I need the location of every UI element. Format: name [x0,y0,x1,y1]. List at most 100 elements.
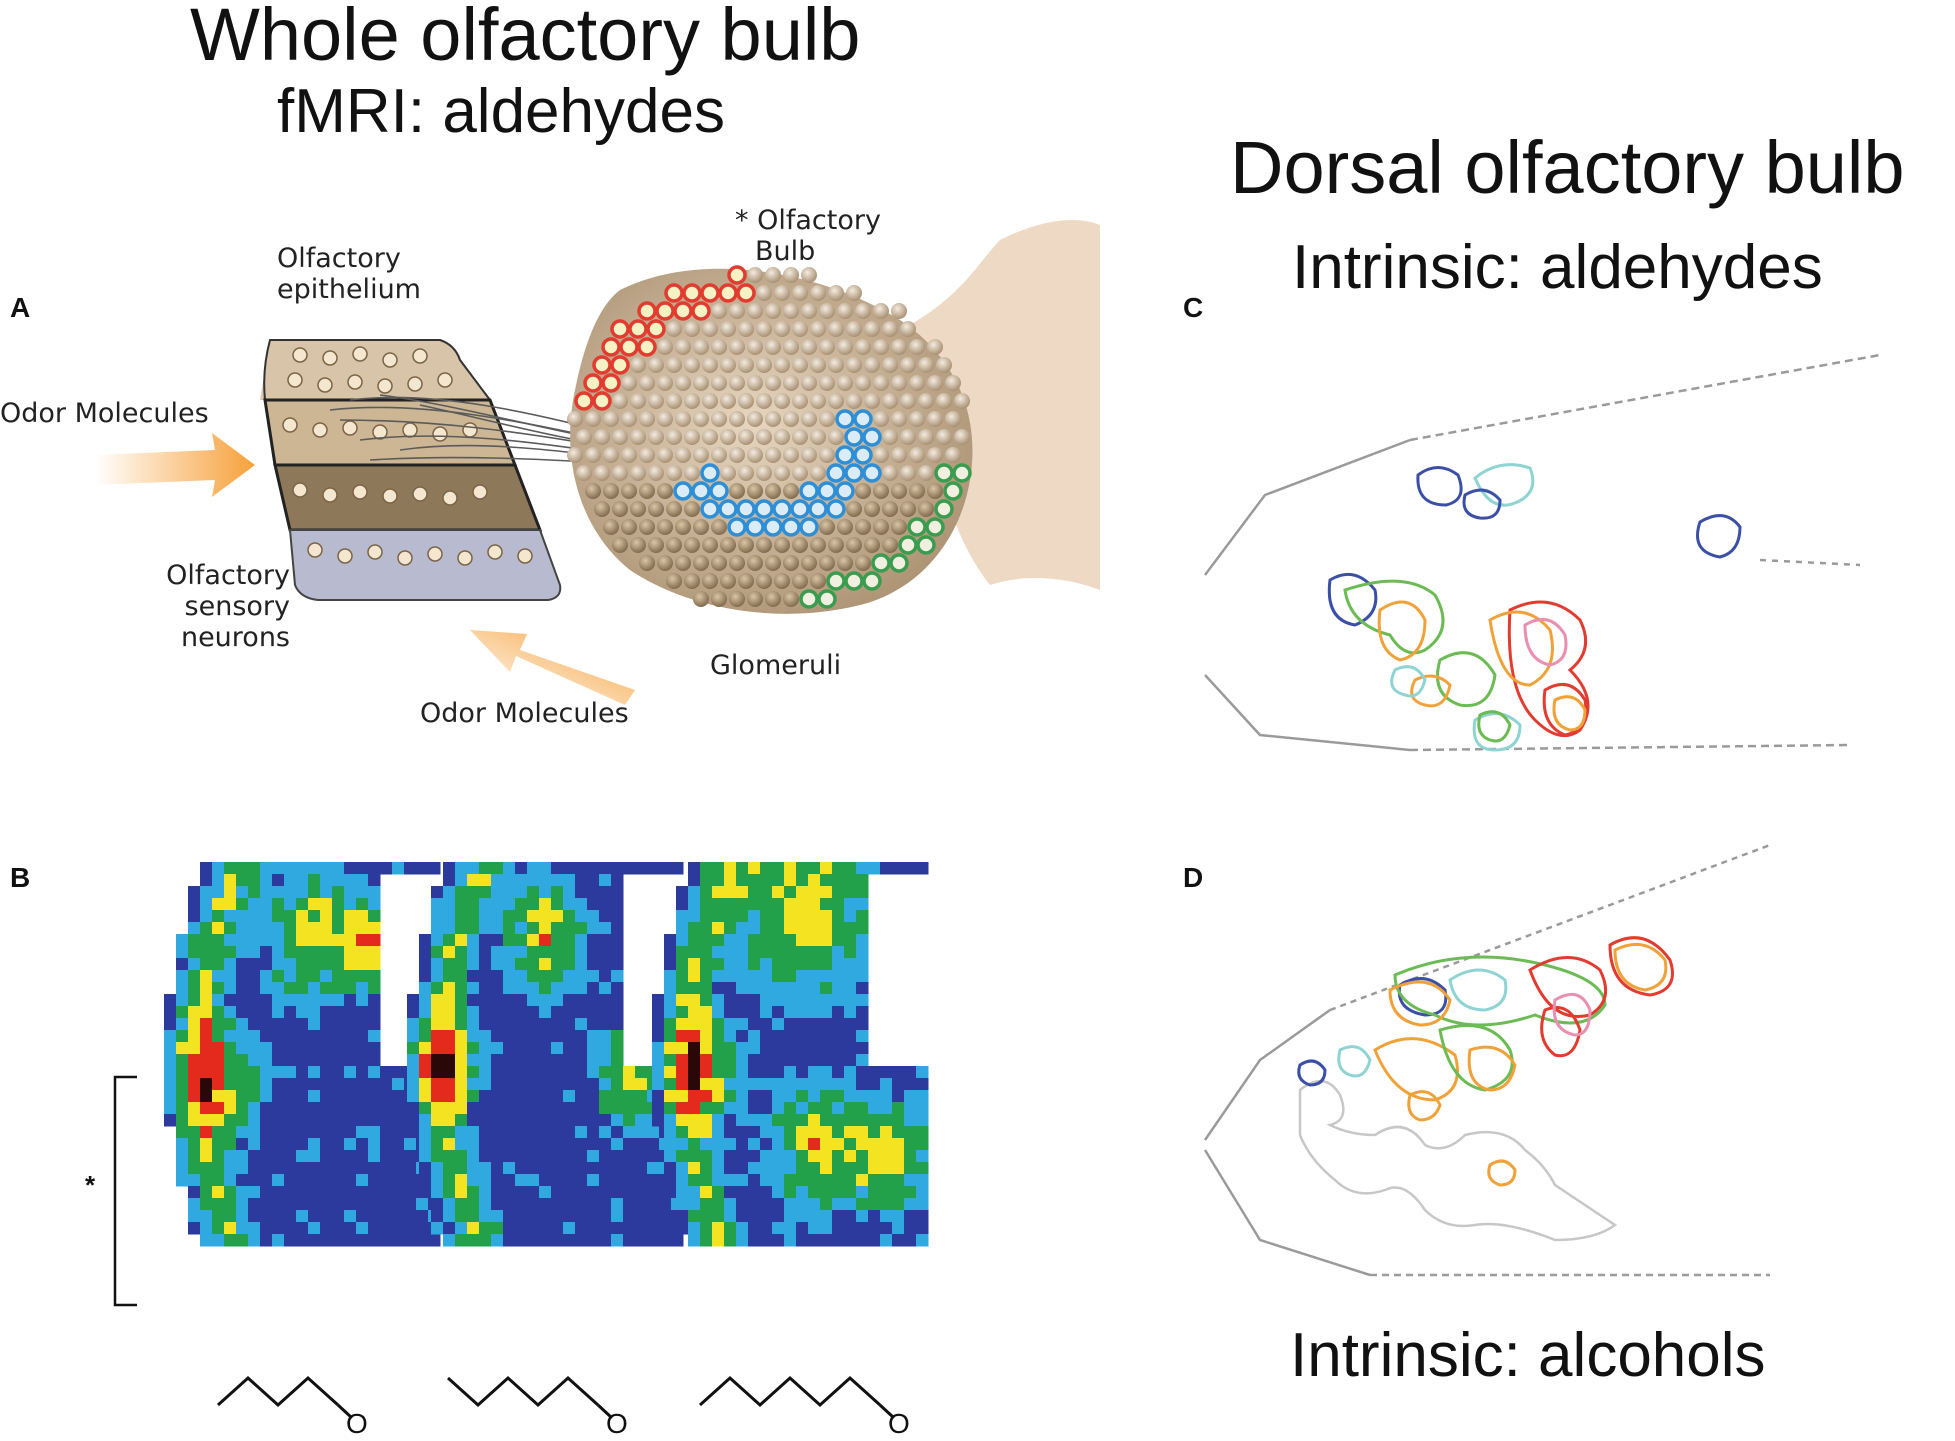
fmri-map-3-pixel [736,1186,749,1199]
glomerulus [738,321,754,337]
fmri-map-3-pixel [748,1102,761,1115]
fmri-map-3-pixel [736,1150,749,1163]
glomerulus [792,393,808,409]
glomerulus [819,447,835,463]
fmri-map-3-pixel [760,1042,773,1055]
fmri-map-3-pixel [700,970,713,983]
odor-molecules-bottom-label: Odor Molecules [420,698,629,729]
fmri-map-3-pixel [856,886,869,899]
fmri-map-2-pixel [611,898,624,911]
glomerulus [846,357,862,373]
fmri-map-3-pixel [724,898,737,911]
fmri-map-1-pixel [404,1198,417,1211]
fmri-map-1-pixel [260,934,273,947]
fmri-map-1-pixel [272,1174,285,1187]
fmri-map-3-pixel [664,1006,677,1019]
fmri-map-2-pixel [527,934,540,947]
fmri-map-1-pixel [308,1186,321,1199]
fmri-map-3-pixel [844,994,857,1007]
fmri-map-2-pixel [407,1114,420,1127]
glomerulus [781,517,801,537]
fmri-map-1-pixel [284,874,297,887]
glomerulus [720,321,736,337]
fmri-map-3-pixel [820,1150,833,1163]
fmri-map-1-pixel [236,1030,249,1043]
fmri-map-3-pixel [904,1090,917,1103]
fmri-map-3-pixel [832,1222,845,1235]
fmri-map-3-pixel [856,1042,869,1055]
fmri-map-1-pixel [200,1198,213,1211]
fmri-map-3-pixel [700,1186,713,1199]
fmri-map-1-pixel [224,1126,237,1139]
fmri-map-3-pixel [832,1030,845,1043]
fmri-map-2-pixel [575,1162,588,1175]
fmri-map-1-pixel [236,922,249,935]
fmri-map-2-pixel [515,1234,528,1247]
fmri-map-2-pixel [491,1114,504,1127]
fmri-map-2-pixel [587,862,600,875]
fmri-map-1-pixel [212,1090,225,1103]
sensory-neurons-line2: sensory [184,591,290,623]
fmri-map-3-pixel [760,1222,773,1235]
fmri-map-2-pixel [503,898,516,911]
oxygen-label-1: O [346,1408,368,1439]
fmri-map-2-pixel [515,1126,528,1139]
fmri-map-2-pixel [563,1114,576,1127]
fmri-map-1-pixel [260,1114,273,1127]
fmri-map-3-pixel [808,982,821,995]
fmri-map-3-pixel [736,1054,749,1067]
glomerulus [637,301,657,321]
oxygen-label-2: O [606,1408,628,1439]
fmri-map-1-pixel [248,1186,261,1199]
glomerulus [702,537,718,553]
fmri-map-2-pixel [515,1090,528,1103]
fmri-map-1-pixel [320,1054,333,1067]
fmri-map-1-pixel [260,1138,273,1151]
glomerulus [945,375,961,391]
fmri-map-2-pixel [587,1102,600,1115]
fmri-map-3-pixel [676,1174,689,1187]
fmri-map-1-pixel [260,874,273,887]
fmri-map-3-pixel [832,1102,845,1115]
fmri-map-3-pixel [844,958,857,971]
fmri-map-3-pixel [808,1030,821,1043]
fmri-map-2-pixel [443,1186,456,1199]
fmri-map-1-pixel [224,862,237,875]
fmri-map-3-pixel [748,1042,761,1055]
fmri-map-2-pixel [491,922,504,935]
fmri-map-1-pixel [284,1030,297,1043]
glomerulus [801,411,817,427]
fmri-map-3-pixel [880,1222,893,1235]
glomerulus [756,285,772,301]
fmri-map-1-pixel [248,1054,261,1067]
glomerulus [774,573,790,589]
glomerulus [675,519,691,535]
fmri-map-2-pixel [623,1138,636,1151]
fmri-map-3-pixel [724,982,737,995]
fmri-map-1-pixel [320,934,333,947]
fmri-map-3-pixel [916,1090,929,1103]
fmri-map-1-pixel [392,1114,405,1127]
d-contour-red-2 [1540,1006,1582,1058]
fmri-map-1-pixel [260,958,273,971]
glomerulus [846,501,862,517]
fmri-map-1-pixel [308,994,321,1007]
fmri-map-1-pixel [188,910,201,923]
fmri-map-2-pixel [479,1030,492,1043]
fmri-map-2-pixel [635,1090,648,1103]
fmri-map-3-pixel [688,1066,701,1079]
fmri-map-1-pixel [344,1066,357,1079]
c-contour-orange-2 [1410,674,1452,708]
fmri-map-1-pixel [188,958,201,971]
olfactory-bulb [567,265,973,614]
fmri-map-2-pixel [491,874,504,887]
fmri-map-1-pixel [224,1174,237,1187]
fmri-map-1-pixel [224,1006,237,1019]
glomerulus [810,537,826,553]
fmri-map-1-pixel [164,1114,177,1127]
fmri-map-3-pixel [676,958,689,971]
fmri-map-3-pixel [700,1234,713,1247]
glomerulus [666,357,682,373]
fmri-map-3-pixel [772,1174,785,1187]
glomerulus [691,481,711,501]
